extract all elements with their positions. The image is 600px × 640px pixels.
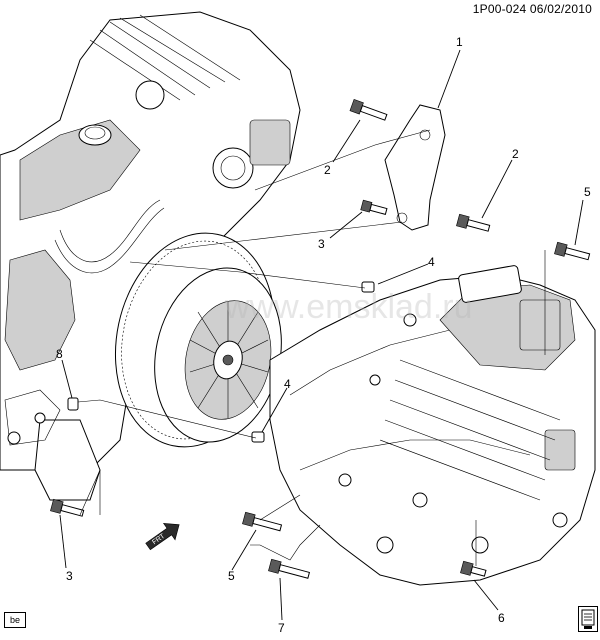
callouts: 1 2 2 3 3 4 4 5 5 6 7 8 <box>56 35 591 635</box>
callout-8: 8 <box>56 347 63 361</box>
diagram-id-header: 1P00-024 06/02/2010 <box>472 2 592 16</box>
callout-4-lower: 4 <box>284 377 291 391</box>
callout-6: 6 <box>498 611 505 625</box>
transmission-assembly <box>269 265 596 586</box>
callout-7: 7 <box>278 621 285 635</box>
callout-5-lower: 5 <box>228 569 235 583</box>
watermark-text: www.emsklad.ru <box>224 288 473 326</box>
callout-5-upper: 5 <box>584 185 591 199</box>
callout-2-left: 2 <box>324 163 331 177</box>
bracket-part-1 <box>384 104 446 231</box>
document-icon <box>578 606 598 632</box>
corner-label: be <box>4 612 26 628</box>
leader-lines <box>59 49 584 621</box>
callout-3-lower: 3 <box>66 569 73 583</box>
engine-assembly <box>0 11 301 501</box>
clutch-assembly <box>114 232 282 448</box>
callout-4-upper: 4 <box>428 255 435 269</box>
bolts <box>50 98 591 579</box>
front-arrow-icon: FRT <box>145 523 180 551</box>
callout-1: 1 <box>456 35 463 49</box>
document-glyph-icon <box>581 609 595 629</box>
callout-3-upper: 3 <box>318 237 325 251</box>
callout-2-right: 2 <box>512 147 519 161</box>
